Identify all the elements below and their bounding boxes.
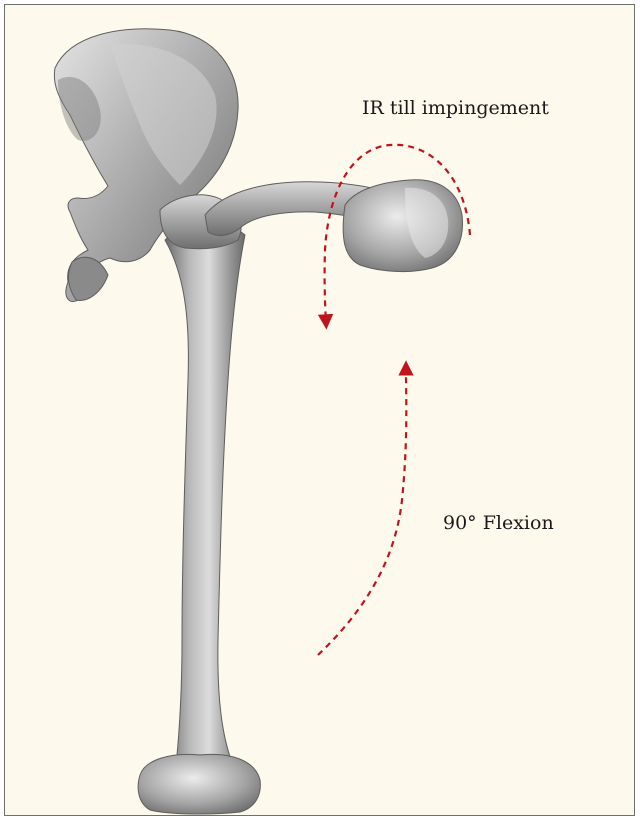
femur-shaft <box>165 226 245 775</box>
flexion-arrow <box>318 368 406 655</box>
internal-rotation-label: IR till impingement <box>362 99 549 118</box>
flexion-label: 90° Flexion <box>443 514 554 533</box>
femur-condyles <box>138 754 260 814</box>
flexed-femur-condyles <box>343 180 462 272</box>
